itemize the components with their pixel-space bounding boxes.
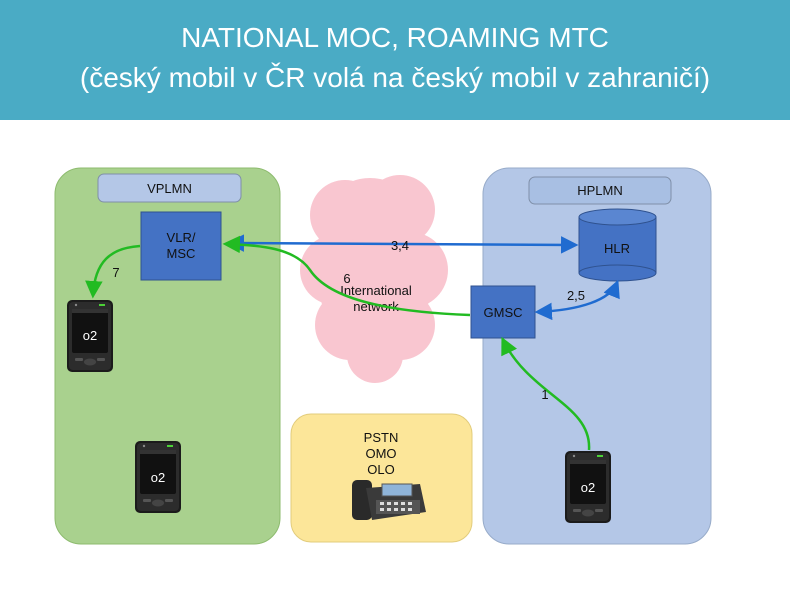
cloud-label-line-1: International — [340, 283, 412, 298]
title-line-1: NATIONAL MOC, ROAMING MTC — [181, 22, 609, 53]
arrow-2-5 — [534, 279, 620, 321]
vplmn-label-box — [97, 173, 242, 203]
pstn-label-line-3: OLO — [367, 462, 394, 477]
arrow-6 — [222, 235, 471, 317]
pstn-label-line-1: PSTN — [364, 430, 399, 445]
arrow-1 — [501, 336, 591, 451]
vlr-label-line-1: VLR/ — [167, 230, 196, 245]
gmsc-label: GMSC — [484, 305, 523, 320]
arrow-3-4 — [226, 234, 579, 254]
gmsc-node — [470, 285, 536, 339]
title-banner — [0, 0, 790, 120]
vlr-msc-node — [140, 211, 222, 281]
step-label-1: 1 — [541, 387, 548, 402]
international-network-cloud — [300, 175, 448, 383]
hplmn-label: HPLMN — [577, 183, 623, 198]
step-label-3-4: 3,4 — [391, 238, 409, 253]
phone-brand-label: o2 — [83, 328, 97, 343]
hplmn-label-box — [528, 176, 672, 205]
desk-phone-icon — [352, 480, 426, 520]
vplmn-area — [54, 167, 281, 545]
title-line-2: (český mobil v ČR volá na český mobil v … — [79, 62, 711, 93]
phone-brand-label: o2 — [151, 470, 165, 485]
hlr-database — [578, 208, 657, 282]
vlr-label-line-2: MSC — [167, 246, 196, 261]
hlr-label: HLR — [604, 241, 630, 256]
pstn-area — [290, 413, 473, 543]
step-label-2-5: 2,5 — [567, 288, 585, 303]
pstn-label-line-2: OMO — [365, 446, 396, 461]
step-label-7: 7 — [112, 265, 119, 280]
phone-brand-label: o2 — [581, 480, 595, 495]
arrow-7 — [85, 244, 141, 299]
step-label-6: 6 — [343, 271, 350, 286]
vplmn-label: VPLMN — [147, 181, 192, 196]
